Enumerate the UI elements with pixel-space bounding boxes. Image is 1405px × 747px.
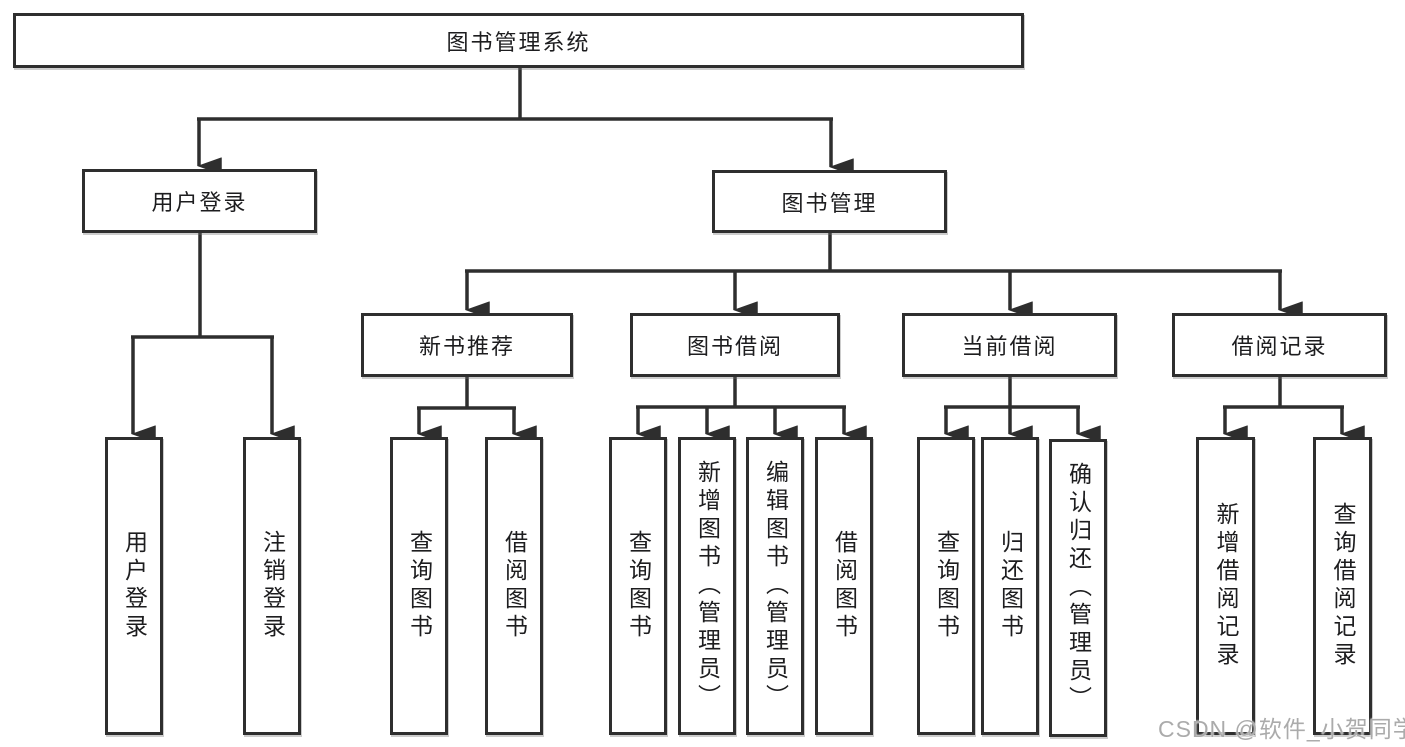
leaf-borrow-books-1-label: 借阅图书: [501, 530, 528, 642]
leaf-confirm-return-admin: 确认归还（管理员）: [1049, 439, 1107, 737]
node-borrowing-records: 借阅记录: [1172, 313, 1387, 377]
leaf-query-books-1-label: 查询图书: [406, 530, 433, 642]
leaf-add-books-admin: 新增图书（管理员）: [678, 437, 736, 735]
leaf-query-books-1: 查询图书: [390, 437, 448, 735]
leaf-logout: 注销登录: [243, 437, 301, 735]
leaf-edit-books-admin-label: 编辑图书（管理员）: [762, 460, 789, 712]
leaf-return-books: 归还图书: [981, 437, 1039, 735]
node-book-borrowing: 图书借阅: [630, 313, 840, 377]
leaf-query-books-2: 查询图书: [609, 437, 667, 735]
leaf-confirm-return-admin-label: 确认归还（管理员）: [1065, 462, 1092, 714]
leaf-query-books-3-label: 查询图书: [933, 530, 960, 642]
leaf-query-borrow-record-label: 查询借阅记录: [1330, 502, 1356, 670]
leaf-add-borrow-record: 新增借阅记录: [1196, 437, 1255, 735]
leaf-borrow-books-2-label: 借阅图书: [831, 530, 858, 642]
csdn-watermark: CSDN @软件_小贺同学: [1158, 716, 1405, 742]
node-book-management: 图书管理: [712, 170, 947, 233]
leaf-return-books-label: 归还图书: [997, 530, 1024, 642]
leaf-user-login: 用户登录: [105, 437, 163, 735]
leaf-borrow-books-1: 借阅图书: [485, 437, 543, 735]
node-user-login: 用户登录: [82, 169, 317, 233]
leaf-edit-books-admin: 编辑图书（管理员）: [746, 437, 804, 735]
leaf-add-books-admin-label: 新增图书（管理员）: [694, 460, 721, 712]
leaf-logout-label: 注销登录: [259, 530, 286, 642]
leaf-query-books-2-label: 查询图书: [625, 530, 652, 642]
node-current-borrowing: 当前借阅: [902, 313, 1117, 377]
leaf-user-login-label: 用户登录: [121, 530, 148, 642]
leaf-borrow-books-2: 借阅图书: [815, 437, 873, 735]
leaf-add-borrow-record-label: 新增借阅记录: [1213, 502, 1239, 670]
node-new-book-recommend: 新书推荐: [361, 313, 573, 377]
node-root-library-system: 图书管理系统: [13, 13, 1024, 68]
leaf-query-books-3: 查询图书: [917, 437, 975, 735]
leaf-query-borrow-record: 查询借阅记录: [1313, 437, 1372, 735]
